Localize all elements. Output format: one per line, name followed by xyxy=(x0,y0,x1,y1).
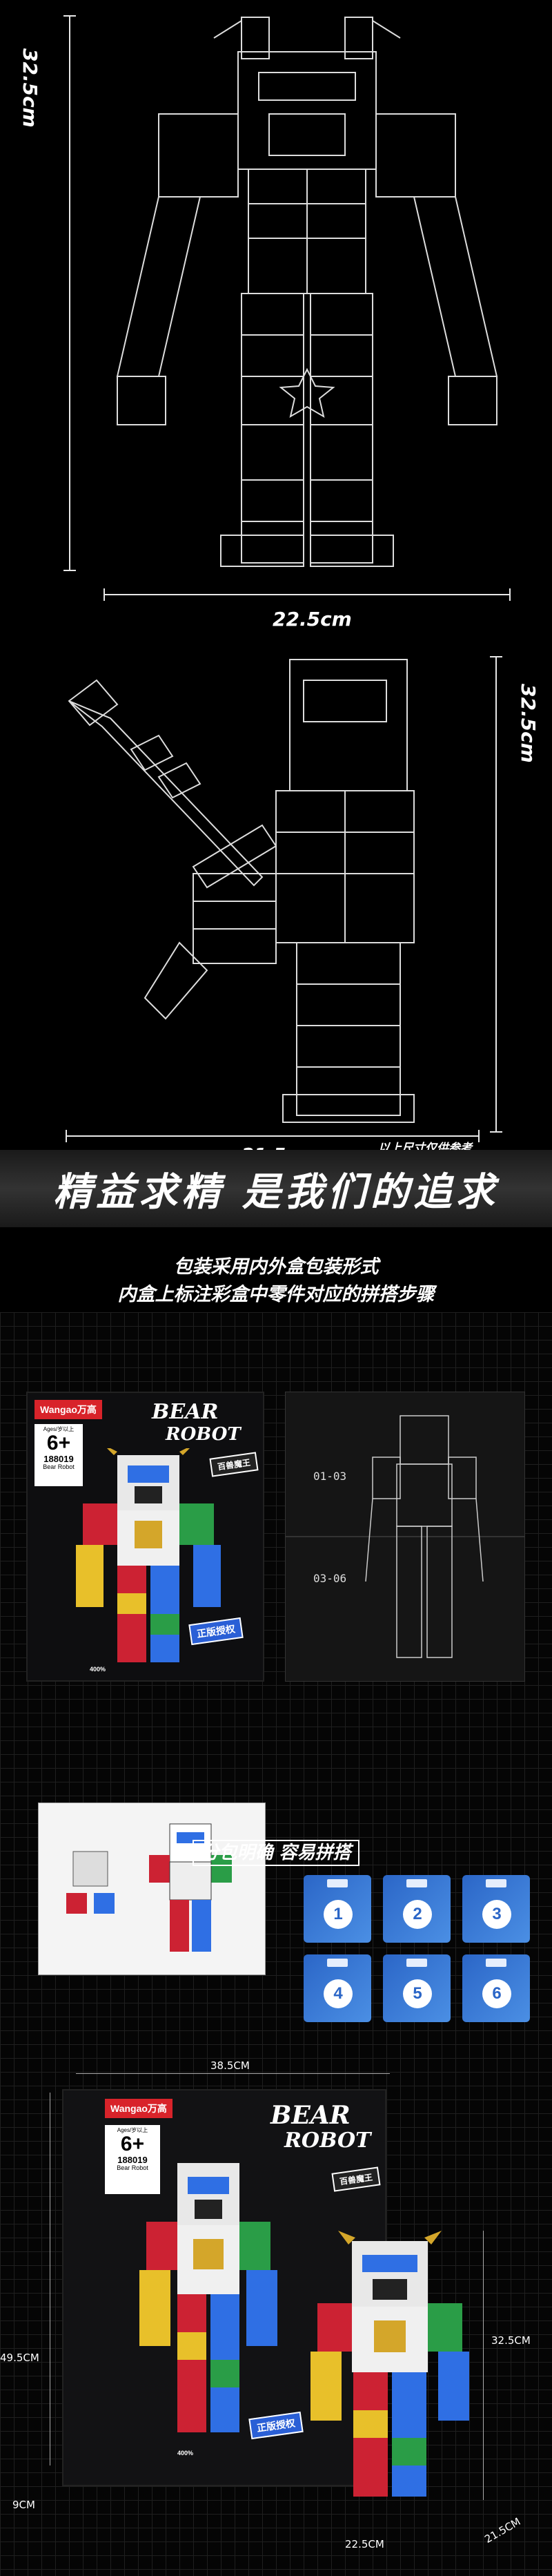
inner-box-label-2: 03-06 xyxy=(313,1572,347,1585)
pkg-pcs-label: 400% xyxy=(177,2450,194,2457)
logo-line1: BEAR xyxy=(152,1400,219,1424)
front-width-tick-right xyxy=(509,588,511,601)
bag-3: 3 xyxy=(462,1875,530,1943)
side-wireframe xyxy=(55,653,469,1129)
pkg-age-box: Ages/岁以上 6+ 188019 Bear Robot xyxy=(105,2125,160,2194)
bag-title-text: 分包明确 容易拼搭 xyxy=(193,1840,359,1866)
slogan-bar: 精益求精 是我们的追求 xyxy=(0,1150,552,1227)
pkg-product-code: 188019 xyxy=(117,2154,148,2165)
age-value: 6+ xyxy=(46,1432,71,1455)
bag-tab xyxy=(327,1959,348,1967)
front-width-label: 22.5cm xyxy=(273,608,352,631)
bag-number: 3 xyxy=(482,1900,511,1929)
side-width-line xyxy=(66,1135,480,1137)
pkg-brand-badge: Wangao万高 xyxy=(105,2099,172,2118)
side-view-section: 32.5cm 21.5cm 以上尺寸仅供参考 xyxy=(0,649,552,1166)
bag-number: 2 xyxy=(403,1900,432,1929)
pkg-age-label: Ages/岁以上 xyxy=(117,2127,148,2133)
bag-title: 分包明确 容易拼搭 xyxy=(0,1838,552,1866)
front-wireframe xyxy=(103,10,511,570)
pkg-height-label: 49.5CM xyxy=(0,2352,39,2364)
bag-number: 6 xyxy=(482,1979,511,2008)
manual-robot-image xyxy=(142,1817,239,1955)
brand-badge: Wangao万高 xyxy=(34,1400,102,1419)
front-height-tick-top xyxy=(63,15,76,17)
front-view-section: 32.5cm xyxy=(0,0,552,649)
bag-2: 2 xyxy=(383,1875,451,1943)
manual-parts-image xyxy=(59,1845,121,1928)
pkg-width-line xyxy=(76,2073,390,2074)
pkg-width-label: 38.5CM xyxy=(210,2059,250,2072)
bag-1: 1 xyxy=(304,1875,371,1943)
side-width-tick-left xyxy=(66,1130,67,1142)
pkg-logo-line2: ROBOT xyxy=(284,2128,371,2153)
side-height-line xyxy=(495,656,497,1133)
bag-tab xyxy=(486,1879,506,1887)
pkg-badge-text: 百兽魔王 xyxy=(331,2166,381,2192)
side-height-tick-bottom xyxy=(490,1131,502,1133)
side-width-tick-right xyxy=(478,1130,480,1142)
subtitle-line2: 内盒上标注彩盒中零件对应的拼搭步骤 xyxy=(117,1284,435,1305)
side-height-tick-top xyxy=(490,656,502,657)
front-height-line xyxy=(69,15,70,571)
bag-number: 5 xyxy=(403,1979,432,2008)
pkg-logo-line1: BEAR xyxy=(270,2101,351,2130)
bag-tab xyxy=(406,1959,427,1967)
inner-box-label-1: 01-03 xyxy=(313,1470,347,1483)
robot-image xyxy=(69,1448,228,1669)
packaging-section: Wangao万高 Ages/岁以上 6+ 188019 Bear Robot B… xyxy=(0,1312,552,2576)
model-width-label: 22.5CM xyxy=(345,2538,384,2550)
age-box: Ages/岁以上 6+ 188019 Bear Robot xyxy=(34,1424,83,1486)
bag-5: 5 xyxy=(383,1954,451,2022)
bag-number: 1 xyxy=(324,1900,353,1929)
package-box: Wangao万高 Ages/岁以上 6+ 188019 Bear Robot B… xyxy=(62,2089,386,2486)
model-image xyxy=(310,2231,469,2507)
product-name: Bear Robot xyxy=(43,1463,75,1470)
bag-number: 4 xyxy=(324,1979,353,2008)
instruction-manual xyxy=(38,1803,266,1975)
front-height-label: 32.5cm xyxy=(19,48,41,128)
age-label: Ages/岁以上 xyxy=(43,1426,75,1432)
model-height-label: 32.5CM xyxy=(491,2334,531,2347)
front-height-tick-bottom xyxy=(63,570,76,571)
bag-6: 6 xyxy=(462,1954,530,2022)
product-code: 188019 xyxy=(43,1453,74,1464)
color-box: Wangao万高 Ages/岁以上 6+ 188019 Bear Robot B… xyxy=(26,1392,264,1682)
subtitle-line1: 包装采用内外盒包装形式 xyxy=(173,1256,379,1278)
inner-box-wireframe xyxy=(359,1409,490,1671)
pkg-age-value: 6+ xyxy=(120,2133,145,2156)
bag-tab xyxy=(406,1879,427,1887)
model-depth-label: 21.5CM xyxy=(482,2515,523,2546)
model-height-line xyxy=(483,2231,484,2500)
slogan-text: 精益求精 是我们的追求 xyxy=(53,1169,499,1215)
side-height-label: 32.5cm xyxy=(517,684,540,763)
front-width-line xyxy=(103,594,511,595)
bag-tab xyxy=(327,1879,348,1887)
pkg-product-name: Bear Robot xyxy=(117,2164,148,2171)
logo-line2: ROBOT xyxy=(166,1424,241,1445)
pcs-label: 400% xyxy=(90,1666,106,1673)
front-width-tick-left xyxy=(103,588,105,601)
pkg-robot-image xyxy=(139,2153,277,2443)
bag-tab xyxy=(486,1959,506,1967)
bag-4: 4 xyxy=(304,1954,371,2022)
pkg-depth-label: 9CM xyxy=(12,2499,35,2511)
